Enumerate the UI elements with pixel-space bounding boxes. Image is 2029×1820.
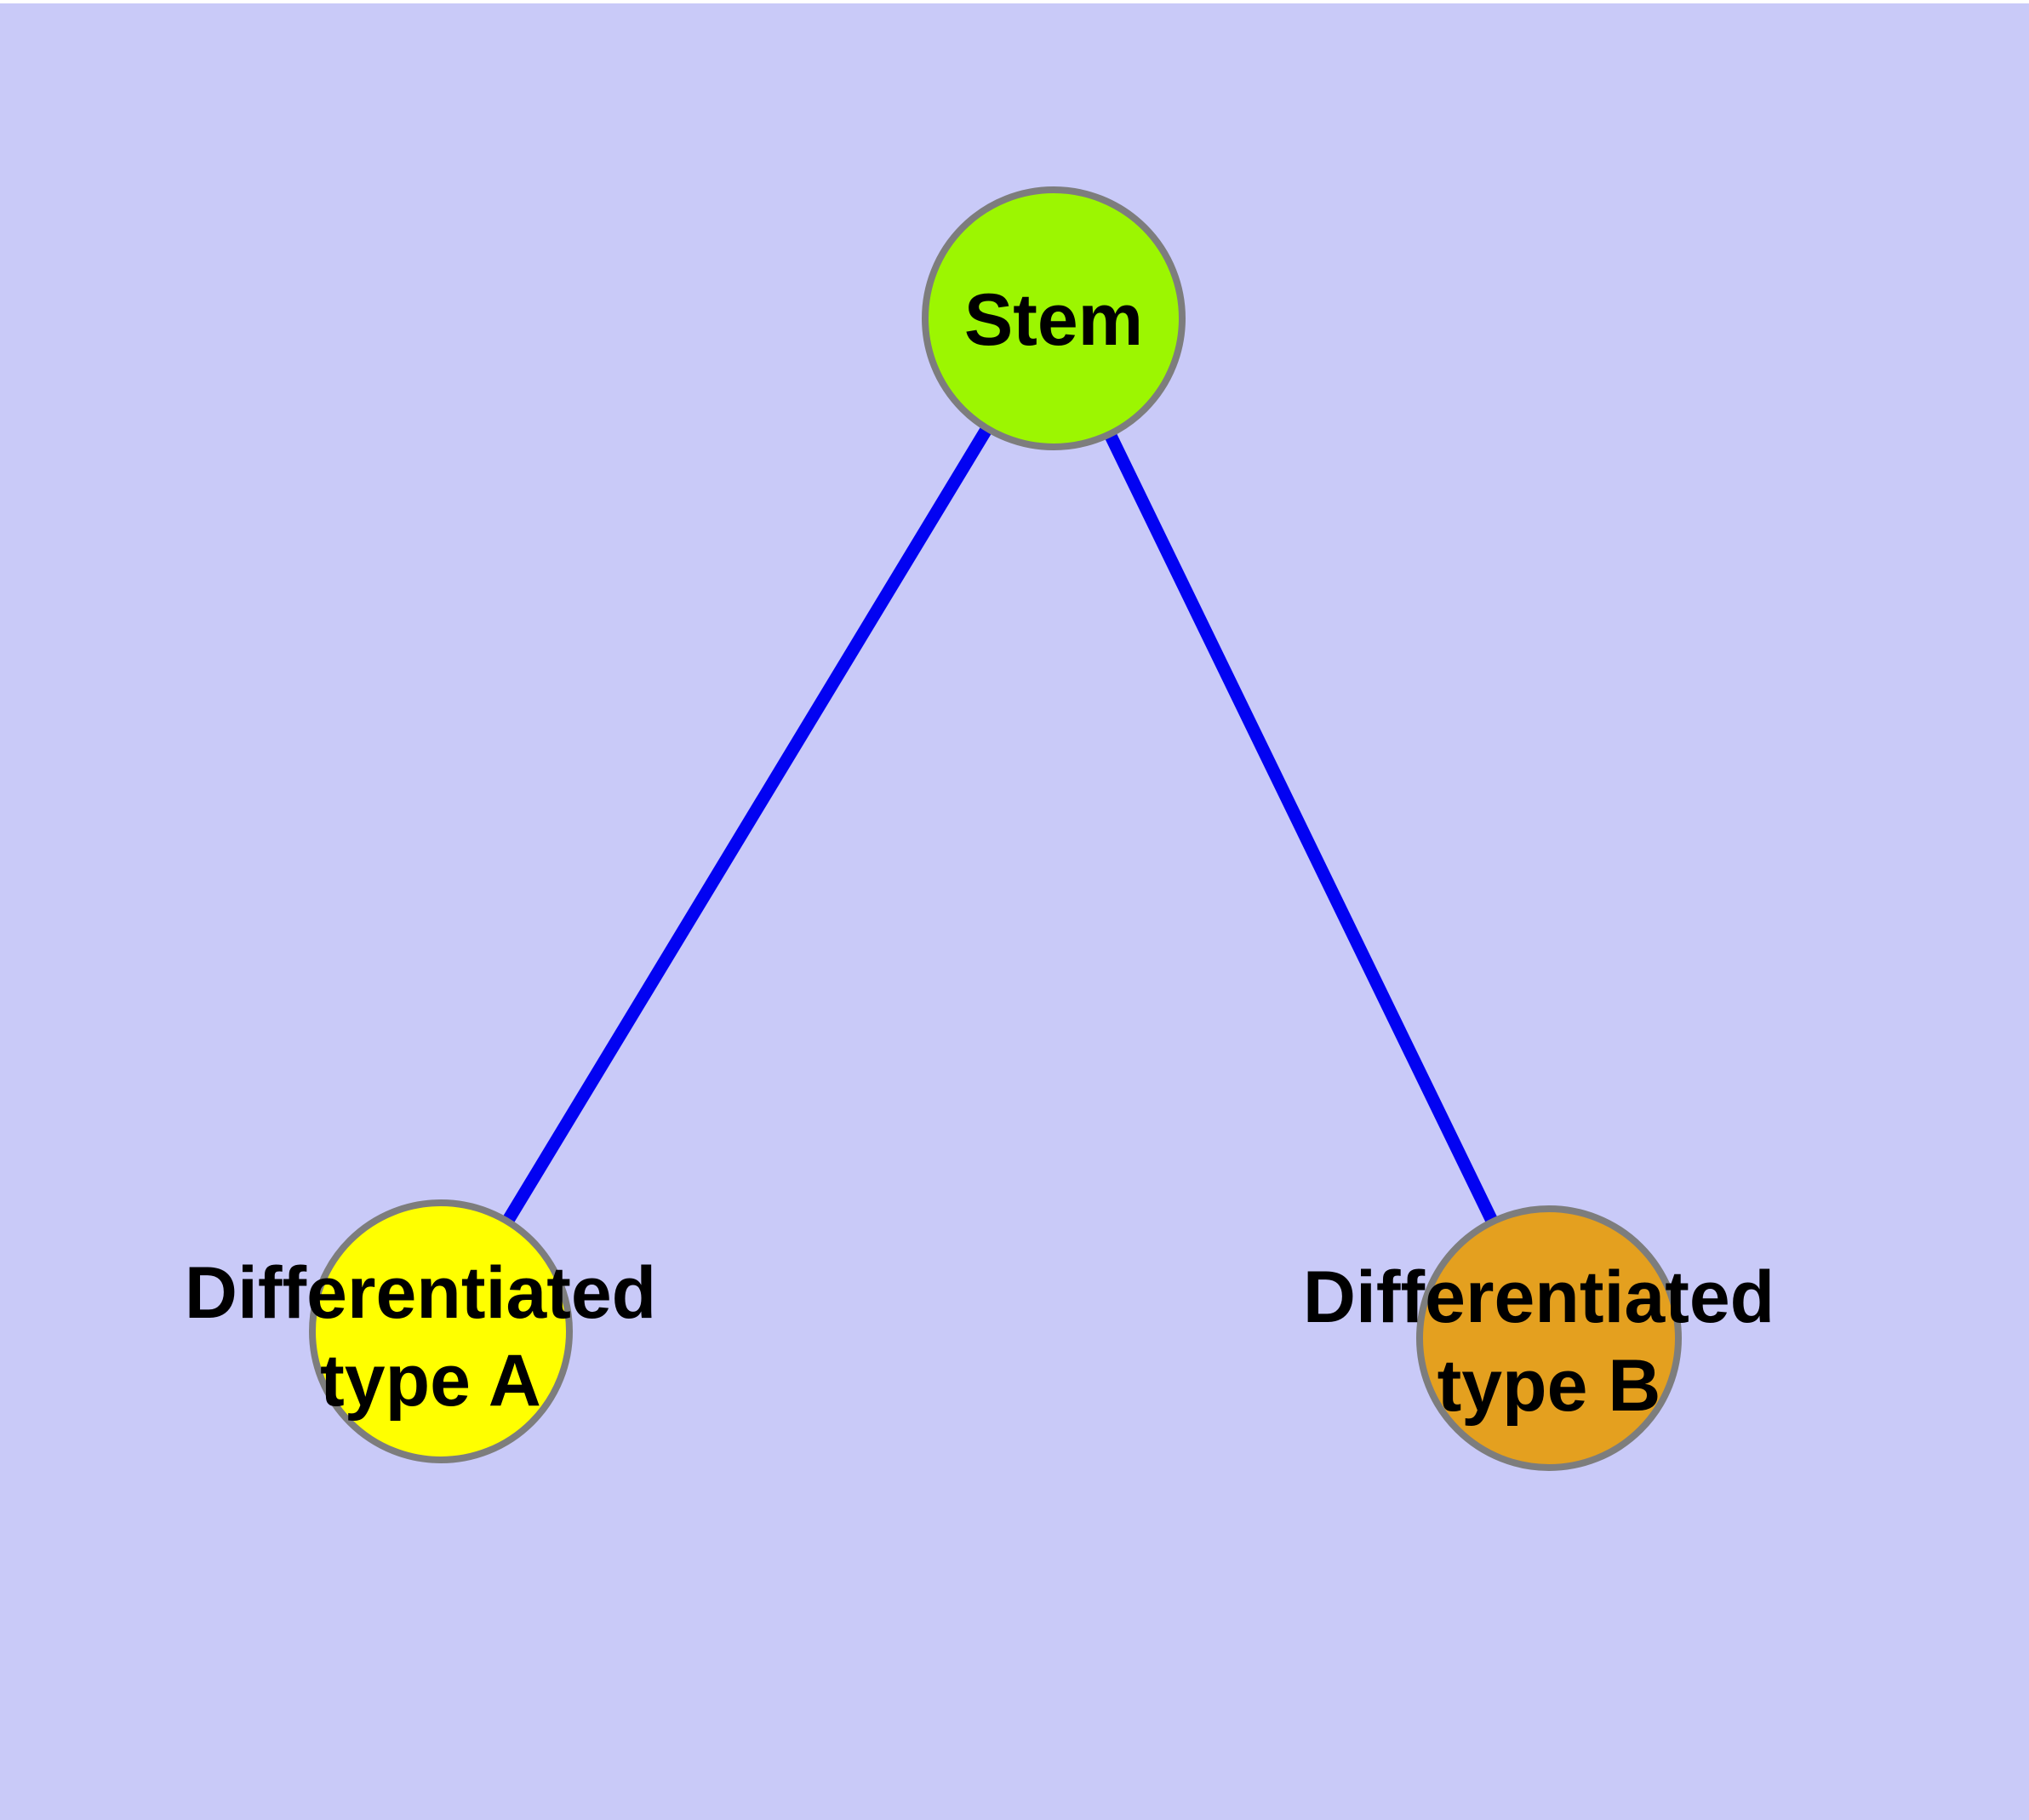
edge-stem-to-type-a [435,315,1060,1335]
node-differentiated-type-b-label: Differentiated type B [1303,1256,1795,1427]
type-a-label-line-2: type A [320,1340,541,1422]
type-a-label-line-1: Differentiated [185,1252,656,1334]
edge-stem-to-type-b [1048,315,1555,1342]
node-stem [922,186,1186,450]
type-b-label-line-1: Differentiated [1303,1256,1775,1338]
node-differentiated-type-a-label: Differentiated type A [185,1252,677,1422]
node-differentiated-type-b [1416,1205,1682,1471]
node-differentiated-type-a [309,1199,573,1463]
type-b-label-line-2: type B [1437,1345,1661,1427]
node-stem-label: Stem [964,279,1143,361]
